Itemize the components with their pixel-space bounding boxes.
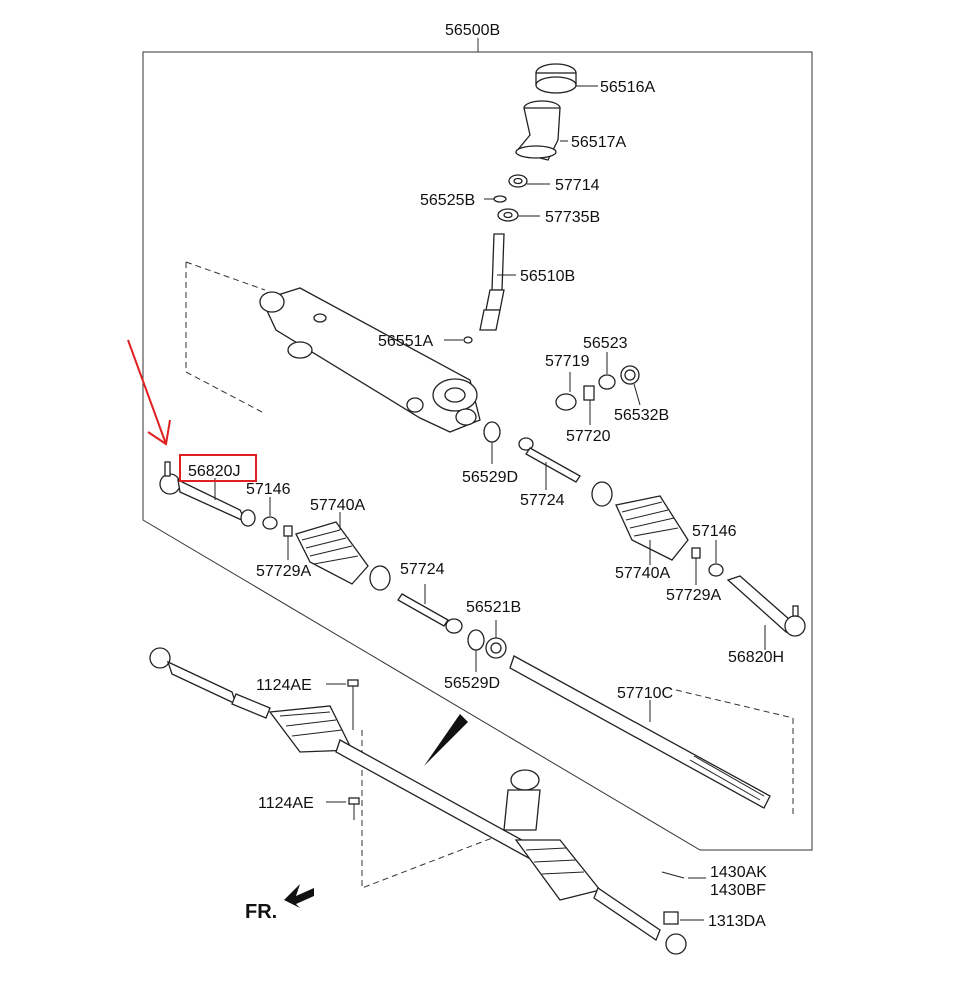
front-direction-arrow — [284, 884, 314, 908]
label-57710C: 57710C — [617, 685, 673, 702]
snap-ring-top — [483, 421, 501, 464]
label-1124AE-top: 1124AE — [256, 677, 312, 694]
plug-56523 — [598, 352, 616, 390]
boot-left — [295, 512, 369, 585]
label-56517A: 56517A — [571, 134, 626, 151]
rack-dashed-outline — [185, 261, 794, 889]
cotter-pin — [661, 871, 706, 879]
label-56529D-top: 56529D — [462, 469, 518, 486]
label-57729A-left: 57729A — [256, 563, 311, 580]
nut-56551A — [444, 336, 473, 344]
oring-56525B — [484, 195, 507, 203]
pinion-cover — [514, 100, 568, 161]
label-56532B: 56532B — [614, 407, 669, 424]
bushing-56521B — [485, 620, 507, 659]
label-57740A-right: 57740A — [615, 565, 670, 582]
assembled-gear-bottom — [149, 647, 687, 955]
label-56525B: 56525B — [420, 192, 475, 209]
inner-tie-rod-mid — [397, 584, 463, 634]
label-56551A: 56551A — [378, 333, 433, 350]
nut-57729A-right — [691, 547, 701, 585]
label-56516A: 56516A — [600, 79, 655, 96]
clamp-right — [591, 481, 613, 507]
label-57720: 57720 — [566, 428, 611, 445]
yoke-57719 — [555, 372, 577, 411]
snap-ring-mid — [467, 629, 485, 672]
label-57735B: 57735B — [545, 209, 600, 226]
inner-tie-rod-top — [518, 437, 581, 490]
locknut-56532B — [620, 365, 641, 406]
pinion-shaft — [479, 233, 516, 331]
castle-nut — [663, 911, 704, 925]
nut-57146-right — [708, 540, 724, 577]
rack-housing-top — [259, 287, 481, 433]
label-56529D-mid: 56529D — [444, 675, 500, 692]
label-1124AE-bottom: 1124AE — [258, 795, 314, 812]
clamp-left — [369, 565, 391, 591]
highlight-arrow — [127, 339, 171, 446]
label-56521B: 56521B — [466, 599, 521, 616]
rack-bar — [509, 655, 771, 809]
ring-57714 — [508, 174, 550, 188]
label-57740A-left: 57740A — [310, 497, 365, 514]
label-57719: 57719 — [545, 353, 590, 370]
label-57146-left: 57146 — [246, 481, 291, 498]
nut-57729A-left — [283, 525, 293, 560]
tie-rod-end-left — [159, 461, 256, 527]
label-56820H: 56820H — [728, 649, 784, 666]
label-56510B: 56510B — [520, 268, 575, 285]
assembly-frame — [142, 38, 813, 851]
label-1313DA: 1313DA — [708, 913, 766, 930]
bolt-top — [326, 679, 359, 730]
label-57729A-right: 57729A — [666, 587, 721, 604]
front-label: FR. — [245, 901, 277, 923]
highlight-box — [179, 454, 257, 482]
spring-57720 — [583, 385, 595, 425]
boot-right — [615, 495, 689, 565]
label-57146-right: 57146 — [692, 523, 737, 540]
label-57714: 57714 — [555, 177, 600, 194]
label-56820J: 56820J — [188, 463, 241, 480]
label-assembly: 56500B — [445, 22, 500, 39]
tie-rod-end-right — [726, 575, 806, 650]
part-labels: 56500B 56516A 56517A 57714 56525B 57735B… — [188, 22, 784, 930]
assembly-arrow — [424, 714, 468, 766]
label-57724-mid: 57724 — [400, 561, 445, 578]
label-1430AK: 1430AK — [710, 864, 767, 881]
ring-57735B — [497, 208, 540, 222]
label-57724-top: 57724 — [520, 492, 565, 509]
bolt-bottom — [326, 797, 360, 820]
seal-cap — [535, 63, 598, 94]
label-1430BF: 1430BF — [710, 882, 766, 899]
label-56523: 56523 — [583, 335, 628, 352]
nut-57146-left — [262, 497, 278, 530]
